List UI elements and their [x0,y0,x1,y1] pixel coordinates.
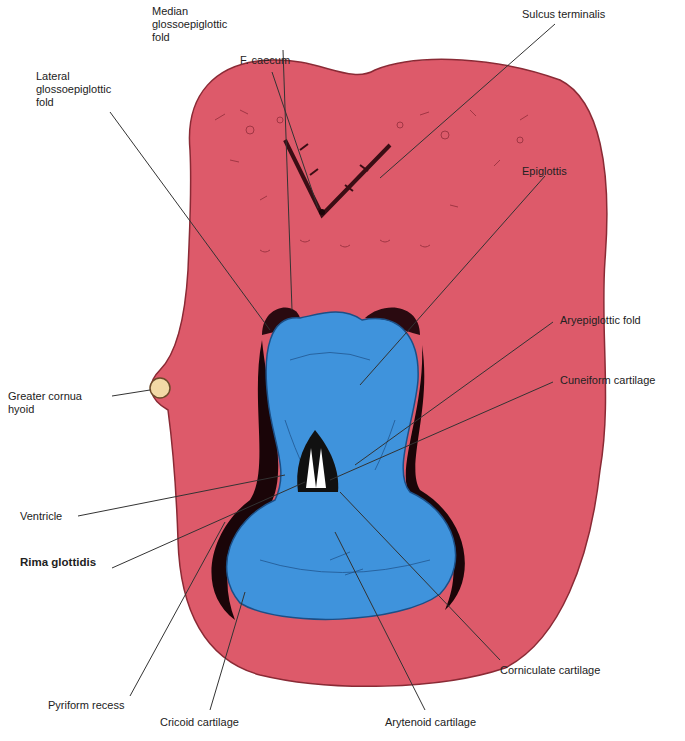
larynx-inlet [227,312,456,619]
part-label: Ventricle [20,510,110,523]
part-label: Corniculate cartilage [500,664,660,677]
part-label: Cricoid cartilage [160,716,290,729]
part-label: Sulcus terminalis [522,8,662,21]
part-label: Aryepiglottic fold [560,314,680,327]
part-label: Lateral glossoepiglottic fold [36,70,131,109]
tongue-pharynx-outline [151,59,607,686]
leader-lines [78,24,555,710]
part-label: F. caecum [240,54,320,67]
hyoid-horn [150,378,170,398]
part-label: Greater cornua hyoid [8,390,108,416]
part-label: Pyriform recess [48,699,168,712]
part-label: Cuneiform cartilage [560,374,680,387]
part-label: Arytenoid cartilage [385,716,525,729]
part-label: Rima glottidis [20,556,120,569]
part-label: Epiglottis [522,165,622,178]
part-label: Median glossoepiglottic fold [152,5,247,44]
